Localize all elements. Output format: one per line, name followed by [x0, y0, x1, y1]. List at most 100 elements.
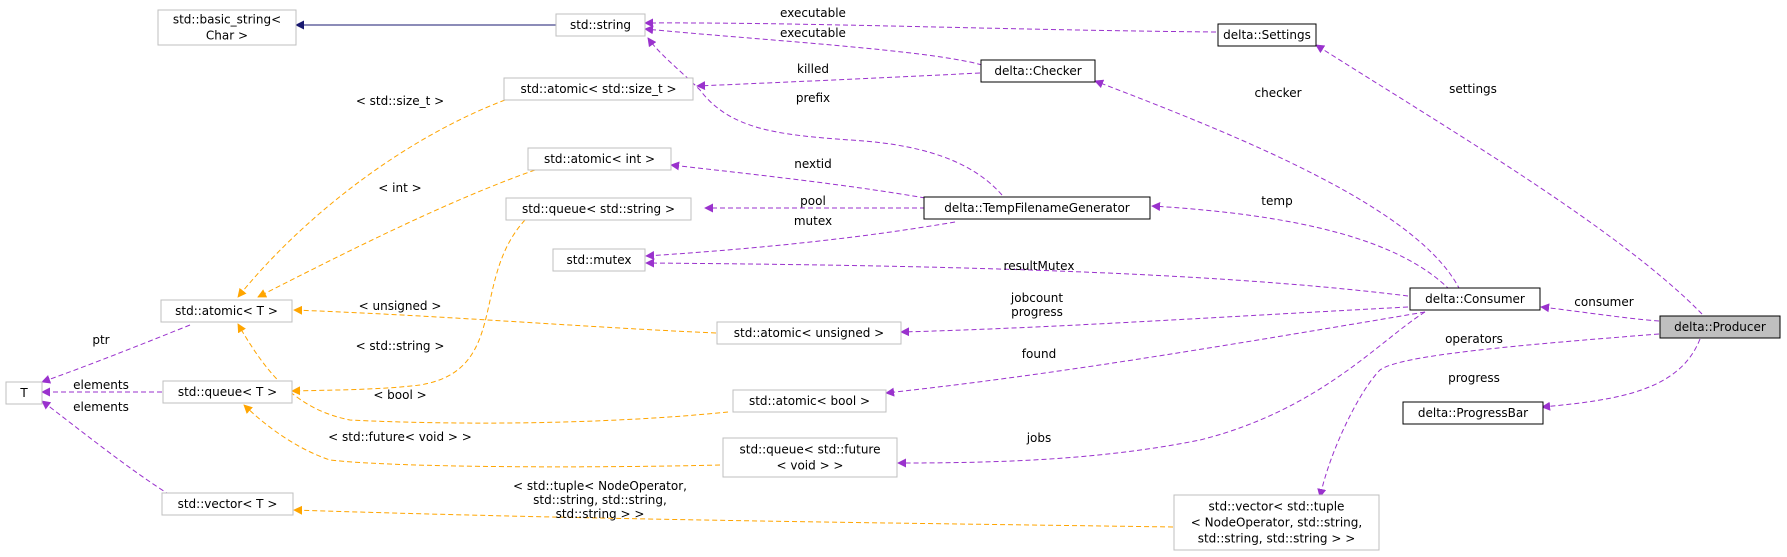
node-label: std::atomic< bool > — [749, 394, 870, 408]
node-label: std::atomic< T > — [175, 304, 278, 318]
node-producer[interactable]: delta::Producer — [1659, 315, 1781, 339]
edge-checker-executable — [644, 25, 983, 66]
node-box — [732, 389, 887, 413]
edge-tfg-mutex — [645, 221, 956, 260]
node-box — [5, 381, 43, 405]
edge-atomic-int-template — [257, 169, 536, 298]
edge-consumer-checker — [1094, 79, 1461, 291]
edge-label-consumer: consumer — [1574, 295, 1633, 309]
edge-label-settings: settings — [1449, 82, 1497, 96]
node-atomic-bool[interactable]: std::atomic< bool > — [732, 389, 887, 413]
node-settings[interactable]: delta::Settings — [1217, 23, 1317, 47]
node-vector-T[interactable]: std::vector< T > — [161, 492, 294, 516]
node-vector-tuple[interactable]: std::vector< std::tuple< NodeOperator, s… — [1173, 494, 1380, 551]
node-consumer[interactable]: delta::Consumer — [1409, 287, 1541, 311]
node-label: std::basic_string< — [173, 13, 281, 27]
node-box — [1409, 287, 1541, 311]
edge-label-found: found — [1022, 347, 1056, 361]
node-box — [716, 321, 902, 345]
edge-consumer-progress — [900, 306, 1409, 337]
edge-label-jobs: jobs — [1026, 431, 1052, 445]
edge-label-string: < std::string > — [356, 339, 445, 353]
node-std-string[interactable]: std::string — [555, 13, 646, 37]
edge-label-future: < std::future< void > > — [328, 430, 472, 444]
node-label: std::vector< std::tuple — [1209, 500, 1345, 514]
node-label: std::queue< std::string > — [522, 202, 675, 216]
node-box — [722, 437, 898, 478]
node-label: std::queue< T > — [178, 385, 277, 399]
node-mutex[interactable]: std::mutex — [552, 248, 646, 272]
node-label: delta::Checker — [994, 64, 1081, 78]
edge-atomic-unsigned-template — [293, 305, 717, 334]
node-box — [505, 197, 692, 221]
node-box — [555, 13, 646, 37]
edge-label-operators: operators — [1445, 332, 1503, 346]
node-box — [503, 77, 694, 101]
edge-label-elements2: elements — [73, 400, 129, 414]
edge-tfg-prefix — [647, 37, 1003, 196]
edge-atomicT-ptr — [41, 324, 191, 384]
node-box — [157, 9, 297, 46]
node-label: delta::Settings — [1223, 28, 1311, 42]
node-box — [552, 248, 646, 272]
node-queue-future[interactable]: std::queue< std::future< void > > — [722, 437, 898, 478]
edge-label-jobcount: progress — [1011, 305, 1063, 319]
node-label: delta::TempFilenameGenerator — [944, 201, 1130, 215]
node-atomic-int[interactable]: std::atomic< int > — [527, 147, 672, 171]
edge-label-nextid: nextid — [794, 157, 832, 171]
node-box — [1173, 494, 1380, 551]
node-label: delta::Consumer — [1425, 292, 1525, 306]
node-queue-T[interactable]: std::queue< T > — [162, 380, 293, 404]
edge-label-killed: killed — [797, 62, 829, 76]
node-box — [162, 380, 293, 404]
edge-label-progress: progress — [1448, 371, 1500, 385]
edge-producer-settings — [1315, 44, 1703, 315]
edge-label-executable1: executable — [780, 6, 846, 20]
edge-settings-executable — [644, 18, 1217, 33]
edge-label-checker: checker — [1254, 86, 1301, 100]
edge-label-size-t: < std::size_t > — [356, 94, 444, 108]
node-label: std::vector< T > — [178, 497, 278, 511]
node-progressbar[interactable]: delta::ProgressBar — [1402, 401, 1544, 425]
node-tfg[interactable]: delta::TempFilenameGenerator — [923, 196, 1151, 220]
edge-label-tuple: std::string > > — [556, 507, 645, 521]
edge-consumer-jobs — [897, 311, 1426, 468]
node-queue-string[interactable]: std::queue< std::string > — [505, 197, 692, 221]
edge-label-bool: < bool > — [373, 388, 426, 402]
edge-consumer-temp — [1151, 202, 1451, 291]
edge-label-executable2: executable — [780, 26, 846, 40]
edge-queue-future-template — [243, 404, 721, 468]
node-basic-string[interactable]: std::basic_string<Char > — [157, 9, 297, 46]
edge-label-mutex: mutex — [794, 214, 832, 228]
edge-label-unsigned: < unsigned > — [359, 299, 442, 313]
node-box — [161, 492, 294, 516]
node-label: std::string, std::string > > — [1198, 532, 1356, 546]
edge-vector-tuple-template — [293, 505, 1174, 528]
edge-consumer-found — [885, 311, 1426, 397]
edge-atomic-bool-template — [237, 323, 729, 424]
edge-label-prefix: prefix — [796, 91, 830, 105]
edge-label-tuple: std::string, std::string, — [533, 493, 667, 507]
edge-label-int: < int > — [378, 181, 421, 195]
node-label: std::string — [570, 18, 631, 32]
node-label: std::atomic< std::size_t > — [520, 82, 676, 96]
node-atomic-T[interactable]: std::atomic< T > — [160, 299, 293, 323]
edge-vectorT-elements — [41, 400, 171, 496]
node-T[interactable]: T — [5, 381, 43, 405]
edge-queue-string-template — [291, 219, 526, 396]
edge-atomic-size-t-template — [237, 99, 506, 298]
node-checker[interactable]: delta::Checker — [980, 59, 1096, 83]
node-box — [1217, 23, 1317, 47]
edge-label-ptr: ptr — [92, 333, 109, 347]
edge-label-resultMutex: resultMutex — [1004, 259, 1075, 273]
node-label: delta::ProgressBar — [1418, 406, 1528, 420]
node-atomic-size-t[interactable]: std::atomic< std::size_t > — [503, 77, 694, 101]
node-layer: std::basic_string<Char > std::stringdelta… — [5, 9, 1781, 551]
node-label: < void > > — [776, 459, 843, 473]
edge-label-tuple: < std::tuple< NodeOperator, — [513, 479, 687, 493]
node-label: std::mutex — [567, 253, 632, 267]
edge-producer-consumer — [1540, 303, 1660, 322]
node-atomic-unsigned[interactable]: std::atomic< unsigned > — [716, 321, 902, 345]
edge-checker-killed — [696, 72, 981, 91]
